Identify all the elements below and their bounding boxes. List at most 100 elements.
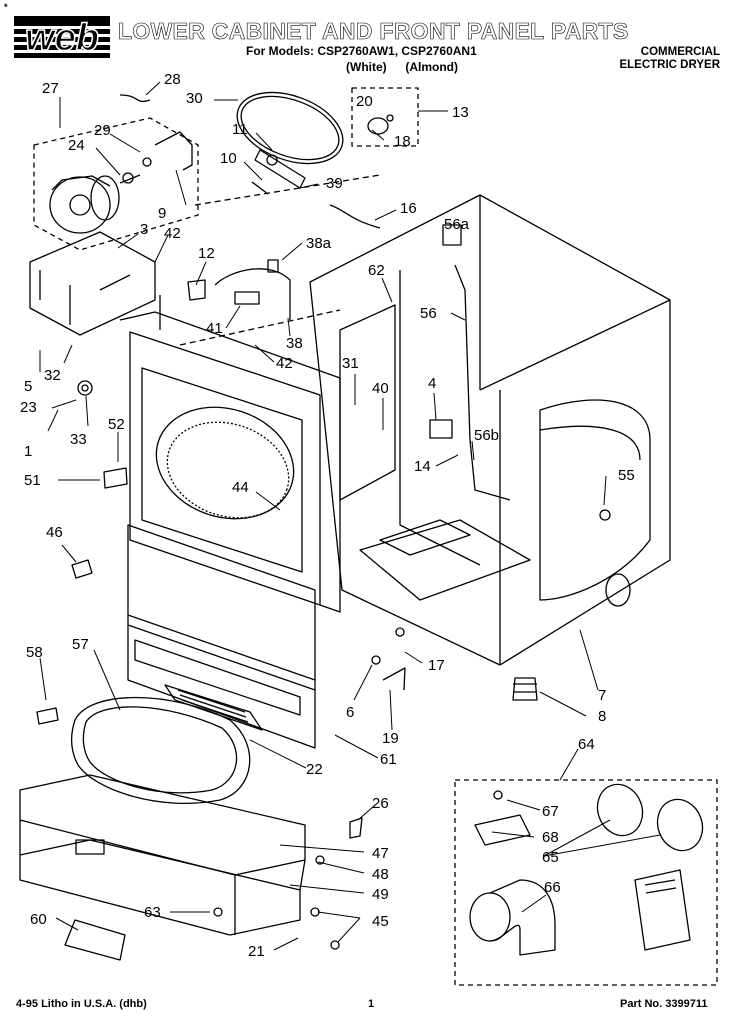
idler-arm (254, 149, 306, 189)
drawing-linework (19, 87, 718, 986)
callout-62: 62 (368, 262, 385, 279)
callout-47: 47 (372, 845, 389, 862)
brand-logo: web (14, 16, 110, 58)
callout-23: 23 (20, 399, 37, 416)
callout-13: 13 (452, 104, 469, 121)
callout-56a: 56a (444, 216, 470, 233)
motor-base (29, 231, 156, 336)
brand-logo-text: web (25, 17, 99, 58)
pulley-wheel (77, 380, 93, 396)
callout-48: 48 (372, 866, 389, 883)
print-info: 4-95 Litho in U.S.A. (dhb) (16, 998, 147, 1010)
callout-labels: 27 28 30 20 13 29 24 11 18 10 39 9 3 42 … (20, 71, 635, 960)
base-pan (19, 774, 306, 876)
callout-24: 24 (68, 137, 85, 154)
heater-assembly (539, 399, 651, 601)
callout-39: 39 (326, 175, 343, 192)
callout-22: 22 (306, 761, 323, 778)
callout-27: 27 (42, 80, 59, 97)
callout-44: 44 (232, 479, 249, 496)
vent-cap-1 (596, 783, 644, 837)
thermostat (429, 419, 453, 439)
door-switch-wire (214, 268, 291, 320)
outer-seal (70, 696, 251, 804)
leader-lines (39, 81, 661, 951)
callout-42-upper: 42 (164, 225, 181, 242)
callout-67: 67 (542, 803, 559, 820)
exhaust-kit-outline (454, 779, 718, 986)
callout-61: 61 (380, 751, 397, 768)
front-grille (164, 684, 263, 731)
color-white: (White) (346, 60, 387, 74)
hinge-bracket (103, 467, 128, 489)
callout-52: 52 (108, 416, 125, 433)
callout-38a: 38a (306, 235, 332, 252)
callout-1: 1 (24, 443, 32, 460)
callout-19: 19 (382, 730, 399, 747)
callout-6: 6 (346, 704, 354, 721)
idler-kit-outline (351, 87, 419, 147)
wire-56 (454, 264, 511, 501)
instruction-booklet (634, 869, 691, 951)
door-switch (234, 291, 260, 305)
models-line: For Models: CSP2760AW1, CSP2760AN1 (246, 44, 477, 58)
callout-9: 9 (158, 205, 166, 222)
callout-68: 68 (542, 829, 559, 846)
callout-31: 31 (342, 355, 359, 372)
callout-28: 28 (164, 71, 181, 88)
ground-wire (119, 94, 151, 102)
callout-16: 16 (400, 200, 417, 217)
callout-60: 60 (30, 911, 47, 928)
callout-33: 33 (70, 431, 87, 448)
category-line-1: COMMERCIAL (640, 46, 720, 58)
callout-30: 30 (186, 90, 203, 107)
callout-46: 46 (46, 524, 63, 541)
callout-57: 57 (72, 636, 89, 653)
callout-66: 66 (544, 879, 561, 896)
callout-38: 38 (286, 335, 303, 352)
terminal-block (442, 224, 462, 246)
callout-12: 12 (198, 245, 215, 262)
callout-8: 8 (598, 708, 606, 725)
color-almond: (Almond) (405, 60, 458, 74)
callout-10: 10 (220, 150, 237, 167)
category-line-2: ELECTRIC DRYER (619, 59, 720, 71)
callout-4: 4 (428, 375, 436, 392)
product-category: COMMERCIAL ELECTRIC DRYER (619, 46, 720, 72)
rear-foot-bracket (64, 919, 126, 961)
leveling-foot (512, 677, 538, 701)
callout-32: 32 (44, 367, 61, 384)
motor-group-outline (33, 117, 199, 251)
callout-55: 55 (618, 467, 635, 484)
page-number: 1 (368, 998, 375, 1010)
bottom-latch (75, 839, 105, 855)
callout-49: 49 (372, 886, 389, 903)
idler-pulley (367, 117, 389, 135)
callout-41: 41 (206, 320, 223, 337)
toe-panel (127, 524, 316, 749)
callout-40: 40 (372, 380, 389, 397)
callout-3: 3 (140, 221, 148, 238)
callout-26: 26 (372, 795, 389, 812)
corner-mark: * (4, 2, 8, 12)
exhaust-elbow (489, 879, 556, 956)
drive-motor (49, 176, 111, 234)
callout-17: 17 (428, 657, 445, 674)
callout-56b: 56b (474, 427, 499, 444)
base-plate (359, 519, 531, 601)
drive-belt (236, 91, 344, 165)
callout-45: 45 (372, 913, 389, 930)
motor-bracket (154, 131, 193, 171)
callout-11: 11 (232, 121, 248, 138)
callout-5: 5 (24, 378, 32, 395)
door-seal (166, 421, 290, 519)
callout-42-lower: 42 (276, 355, 293, 372)
callout-63: 63 (144, 904, 161, 921)
callout-21: 21 (248, 943, 265, 960)
pulley (122, 172, 134, 184)
page-title: LOWER CABINET AND FRONT PANEL PARTS (118, 18, 629, 45)
callout-14: 14 (414, 458, 431, 475)
color-variants: (White) (Almond) (346, 60, 458, 74)
